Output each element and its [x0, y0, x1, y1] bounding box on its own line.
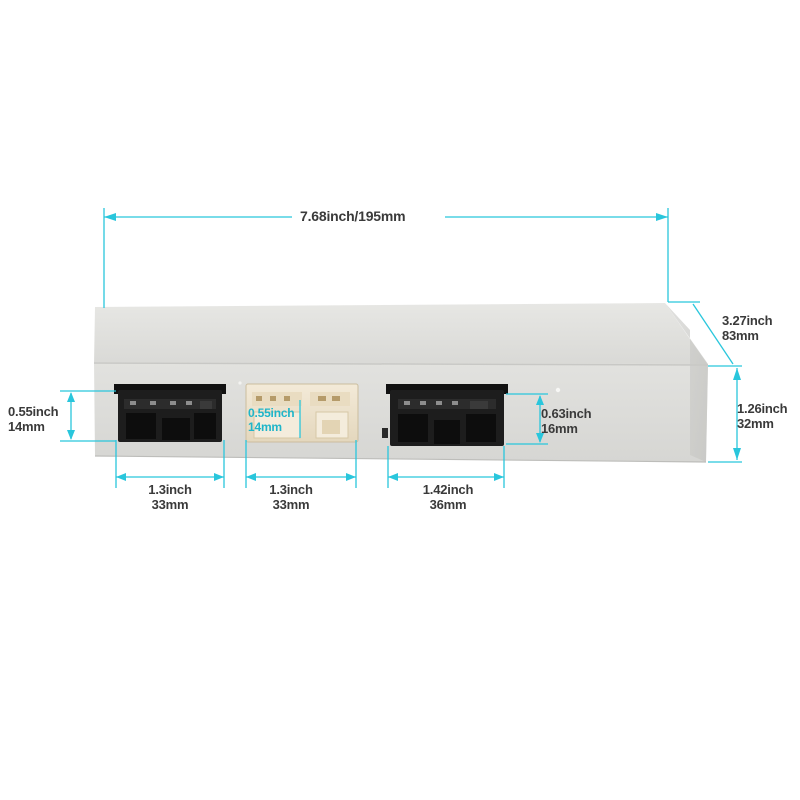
connector-left-width-label: 1.3inch 33mm — [148, 482, 192, 512]
connector-middle-width-label: 1.3inch 33mm — [269, 482, 313, 512]
dimension-lines — [60, 208, 742, 488]
connector-right-width-label: 1.42inch 36mm — [422, 482, 474, 512]
connector-right-height-label: 0.63inch 16mm — [541, 406, 592, 436]
overall-length-label: 7.68inch/195mm — [300, 208, 406, 224]
housing-top-face — [94, 303, 708, 365]
connector-right-black — [382, 384, 508, 446]
connector-left-height-label: 0.55inch 14mm — [8, 404, 59, 434]
connector-middle-height-label: 0.55inch 14mm — [248, 406, 295, 434]
connector-left-black — [114, 384, 226, 442]
height-label: 1.26inch 32mm — [737, 401, 788, 431]
housing-side-face — [665, 303, 708, 462]
status-led — [555, 387, 561, 393]
depth-label: 3.27inch 83mm — [722, 313, 773, 343]
